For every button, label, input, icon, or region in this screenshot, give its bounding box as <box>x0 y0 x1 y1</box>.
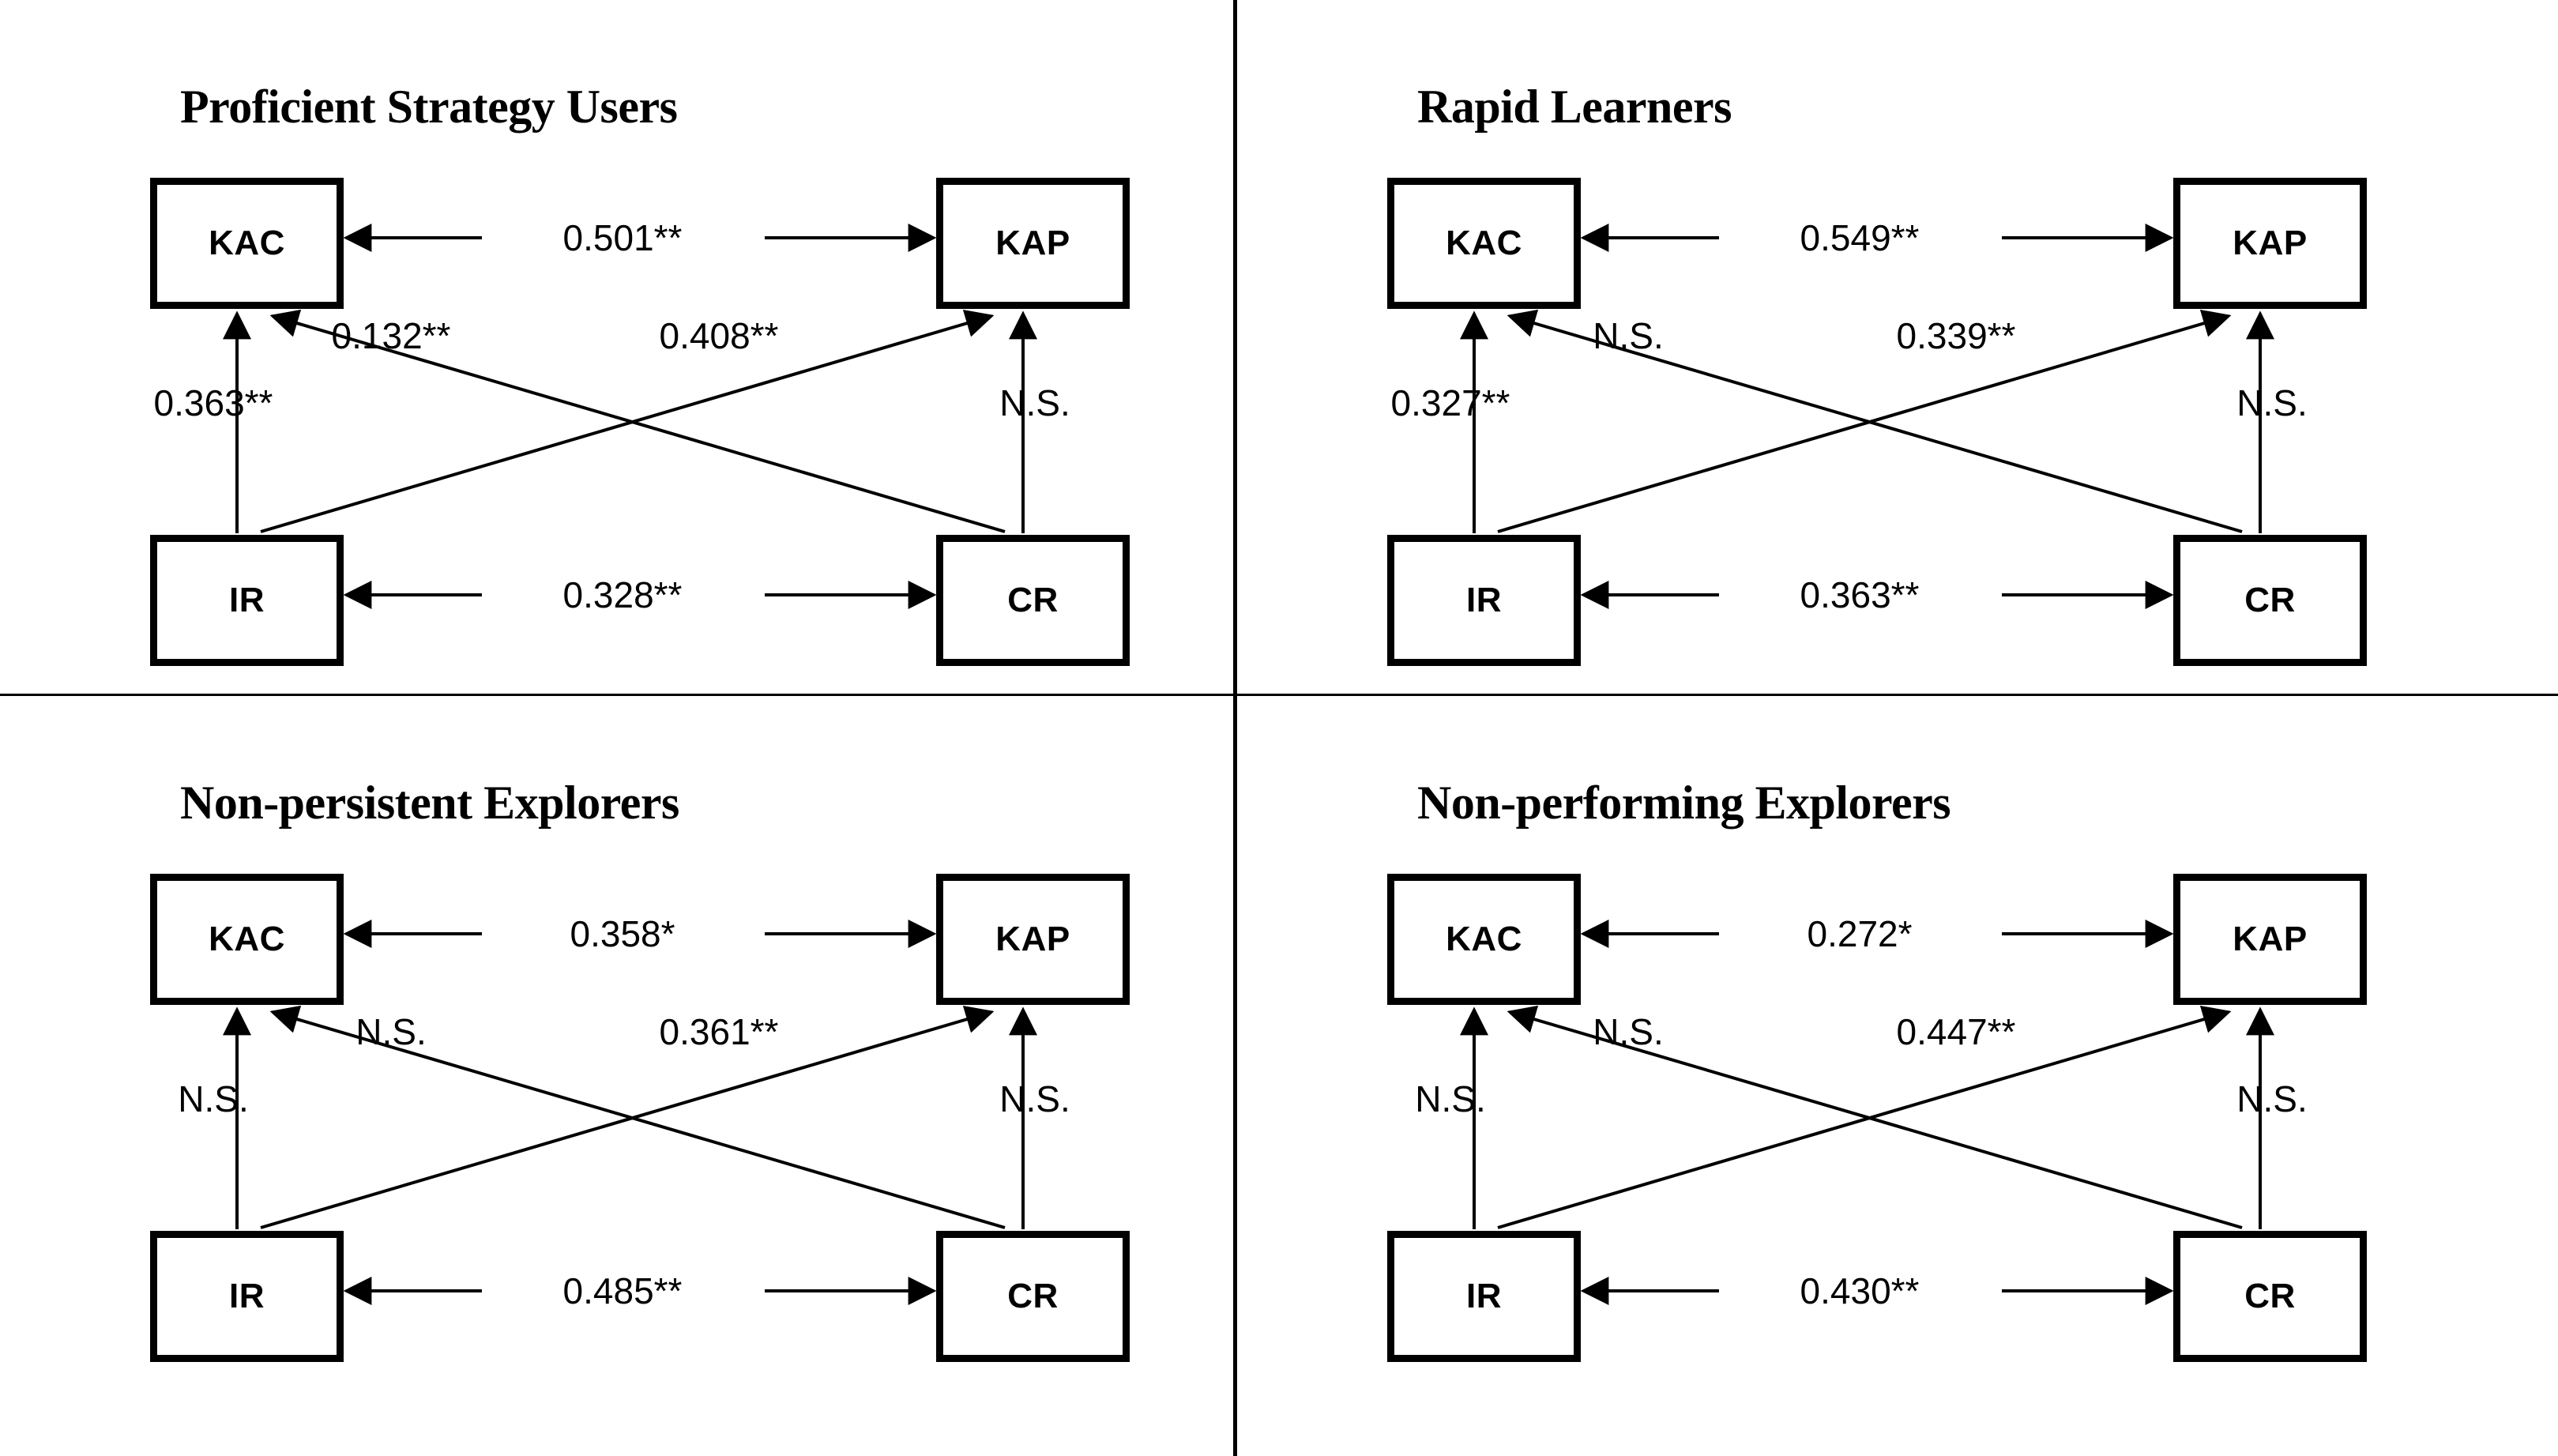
coef-ir-kac: N.S. <box>1415 1078 1486 1119</box>
panel-non-performing-explorers: Non-performing Explorers <box>1237 696 2470 1390</box>
coef-ir-kap: 0.408** <box>659 315 779 356</box>
coef-kac-kap: 0.272* <box>1807 913 1913 954</box>
coef-kac-kap: 0.549** <box>1800 217 1920 258</box>
coef-ir-kac: 0.363** <box>153 382 273 423</box>
coef-cr-kap: N.S. <box>999 382 1070 423</box>
coef-ir-kap: 0.361** <box>659 1011 779 1052</box>
node-ir[interactable]: IR <box>150 1231 344 1362</box>
node-cr[interactable]: CR <box>2173 535 2367 666</box>
panel-non-persistent-explorers: Non-persistent Explorers <box>0 696 1233 1390</box>
node-cr[interactable]: CR <box>936 1231 1130 1362</box>
path-arrows-svg <box>223 920 1037 1305</box>
node-kap[interactable]: KAP <box>2173 178 2367 309</box>
panel-proficient-strategy-users: Proficient Strategy Users <box>0 0 1233 694</box>
path-arrows-svg <box>223 224 1037 609</box>
arrow-ir-to-kap-diagonal <box>1497 1005 2232 1229</box>
node-kac[interactable]: KAC <box>150 874 344 1005</box>
coef-ir-kap: 0.447** <box>1896 1011 2016 1052</box>
coef-cr-kap: N.S. <box>2236 382 2308 423</box>
path-model: KAC KAP IR CR 0.549** 0.363** 0.327** N.… <box>1356 178 2398 668</box>
node-kap[interactable]: KAP <box>936 874 1130 1005</box>
node-ir[interactable]: IR <box>1387 1231 1581 1362</box>
coef-kac-kap: 0.358* <box>570 913 675 954</box>
panel-title: Non-performing Explorers <box>1417 777 1951 829</box>
node-cr[interactable]: CR <box>2173 1231 2367 1362</box>
node-kap[interactable]: KAP <box>2173 874 2367 1005</box>
panel-title: Rapid Learners <box>1417 81 1732 133</box>
horizontal-divider <box>0 694 2558 696</box>
coef-ir-cr: 0.485** <box>562 1270 683 1311</box>
node-kac[interactable]: KAC <box>150 178 344 309</box>
coef-kac-kap: 0.501** <box>562 217 683 258</box>
arrow-cr-to-kac-diagonal <box>269 309 1006 533</box>
arrow-cr-to-kac-diagonal <box>269 1005 1006 1229</box>
vertical-divider <box>1233 0 1237 1456</box>
path-model: KAC KAP IR CR 0.501** 0.328** 0.363** N.… <box>118 178 1161 668</box>
node-kac[interactable]: KAC <box>1387 178 1581 309</box>
coef-ir-cr: 0.363** <box>1800 574 1920 615</box>
coef-cr-kac: N.S. <box>1593 315 1664 356</box>
coef-cr-kac: N.S. <box>355 1011 427 1052</box>
node-kac[interactable]: KAC <box>1387 874 1581 1005</box>
arrow-ir-to-kap-diagonal <box>260 309 995 533</box>
panel-rapid-learners: Rapid Learners <box>1237 0 2470 694</box>
arrow-ir-to-kap-diagonal <box>260 1005 995 1229</box>
coef-ir-cr: 0.328** <box>562 574 683 615</box>
path-arrows-svg <box>1460 224 2274 609</box>
path-model: KAC KAP IR CR 0.358* 0.485** N.S. N.S. N… <box>118 874 1161 1364</box>
arrow-cr-to-kac-diagonal <box>1507 309 2243 533</box>
coef-ir-kap: 0.339** <box>1896 315 2016 356</box>
coef-cr-kac: 0.132** <box>331 315 451 356</box>
coef-cr-kap: N.S. <box>2236 1078 2308 1119</box>
coef-cr-kap: N.S. <box>999 1078 1070 1119</box>
coef-ir-kac: 0.327** <box>1390 382 1510 423</box>
path-model: KAC KAP IR CR 0.272* 0.430** N.S. N.S. N… <box>1356 874 2398 1364</box>
coef-ir-cr: 0.430** <box>1800 1270 1920 1311</box>
node-cr[interactable]: CR <box>936 535 1130 666</box>
panel-title: Proficient Strategy Users <box>180 81 678 133</box>
panel-title: Non-persistent Explorers <box>180 777 679 829</box>
path-arrows-svg <box>1460 920 2274 1305</box>
node-ir[interactable]: IR <box>1387 535 1581 666</box>
node-ir[interactable]: IR <box>150 535 344 666</box>
coef-cr-kac: N.S. <box>1593 1011 1664 1052</box>
node-kap[interactable]: KAP <box>936 178 1130 309</box>
arrow-cr-to-kac-diagonal <box>1507 1005 2243 1229</box>
coef-ir-kac: N.S. <box>178 1078 249 1119</box>
arrow-ir-to-kap-diagonal <box>1497 309 2232 533</box>
